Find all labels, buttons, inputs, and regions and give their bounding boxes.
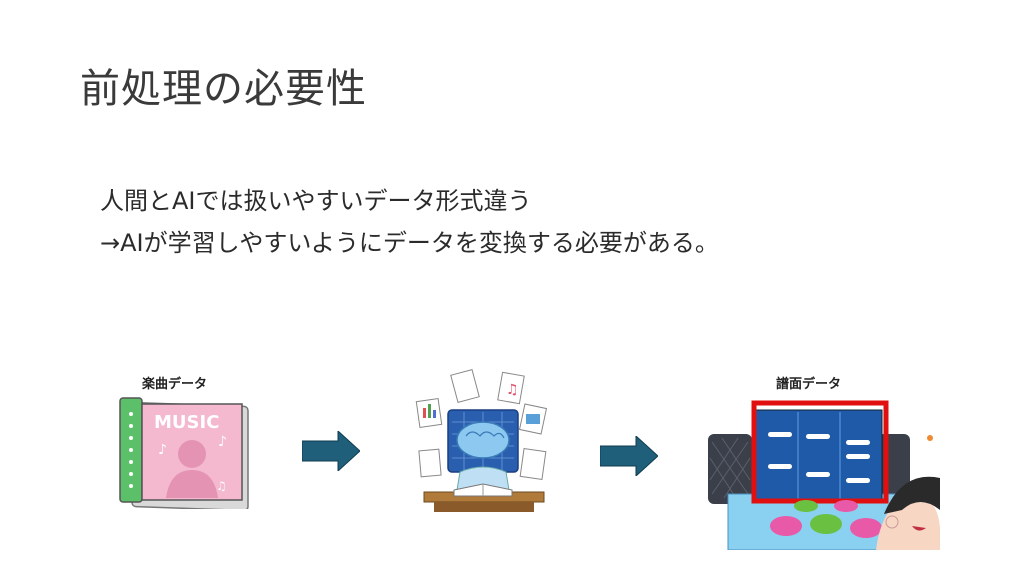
cd-title-text: MUSIC	[154, 412, 219, 433]
body-line-2: →AIが学習しやすいようにデータを変換する必要がある。	[100, 229, 719, 257]
highlight-frame	[751, 400, 889, 504]
arrow-right-icon	[600, 436, 658, 476]
chart-data-label: 譜面データ	[776, 377, 842, 392]
body-line-1: 人間とAIでは扱いやすいデータ形式違う	[100, 187, 532, 215]
rhythm-game-illustration	[706, 398, 940, 550]
ai-learning-illustration: ♫	[414, 366, 554, 526]
slide-title: 前処理の必要性	[80, 66, 367, 112]
music-cd-illustration: MUSIC ♪ ♪ ♫	[118, 394, 253, 509]
svg-text:♪: ♪	[158, 442, 167, 458]
arrow-right-icon	[302, 431, 360, 471]
svg-text:♪: ♪	[218, 434, 227, 450]
svg-text:♫: ♫	[506, 382, 519, 398]
body-text: 人間とAIでは扱いやすいデータ形式違う →AIが学習しやすいようにデータを変換す…	[100, 180, 719, 264]
music-data-label: 楽曲データ	[142, 377, 208, 392]
svg-text:♫: ♫	[216, 479, 227, 493]
